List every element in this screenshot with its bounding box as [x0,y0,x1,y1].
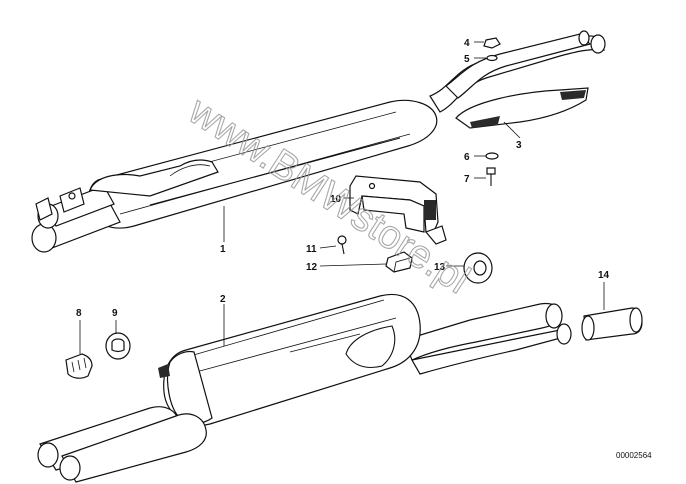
leader-lines [79,41,605,354]
callout-2: 2 [220,294,226,305]
callout-4: 4 [464,38,470,49]
mounting-bracket[interactable] [349,175,447,245]
callout-3: 3 [516,140,522,151]
callout-5: 5 [464,54,470,65]
callout-7: 7 [464,174,470,185]
rubber-mount-block[interactable] [385,251,413,273]
bolt-upper[interactable] [486,167,496,186]
washer-upper[interactable] [486,54,498,62]
callout-9: 9 [112,308,118,319]
callout-11: 11 [306,244,317,255]
sleeve-pipe[interactable] [581,307,643,341]
callout-1: 1 [220,244,226,255]
callout-14: 14 [598,270,610,281]
callout-8: 8 [76,308,82,319]
washer-lower[interactable] [485,152,499,160]
nut[interactable] [483,37,501,49]
rear-silencer[interactable] [37,293,572,483]
front-pipe-silencer-assembly[interactable] [31,30,606,253]
callout-12: 12 [306,262,318,273]
callout-13: 13 [434,262,446,273]
callout-10: 10 [330,194,342,205]
callout-labels: 1 2 3 4 5 6 7 8 9 10 11 12 13 14 [76,38,610,319]
heat-shield[interactable] [455,87,589,129]
rubber-ring[interactable] [463,252,493,284]
drawing-number: 00002564 [616,451,652,460]
rubber-hanger-ring[interactable] [105,332,131,360]
callout-6: 6 [464,152,470,163]
bolt-lower[interactable] [337,235,347,255]
rubber-hanger-clip[interactable] [65,353,93,379]
